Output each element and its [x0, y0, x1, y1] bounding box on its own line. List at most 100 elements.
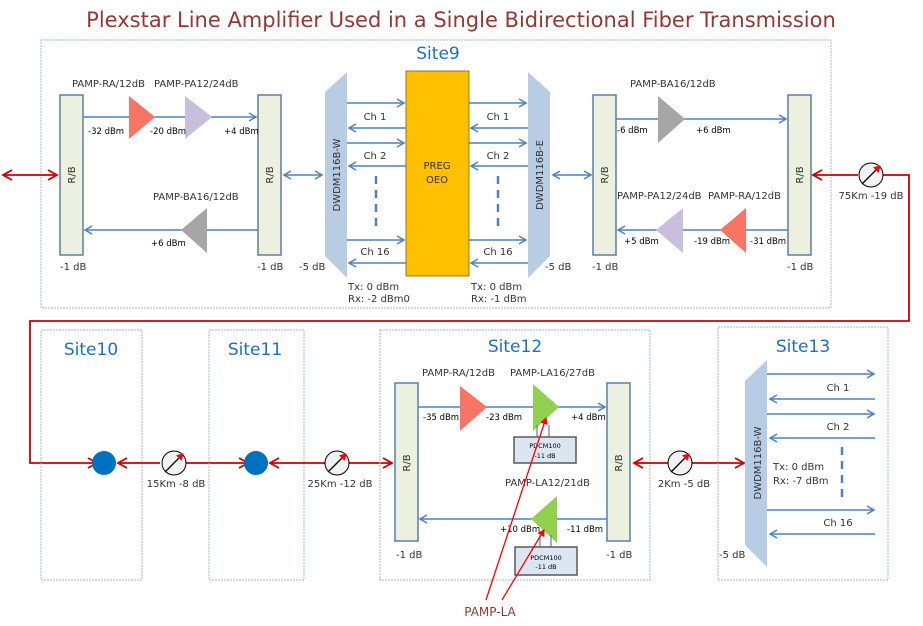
site13-label: Site13 — [776, 337, 830, 357]
site10-node — [92, 451, 116, 475]
power-level: +6 dBm — [696, 126, 731, 136]
amp-la-label: PAMP-LA12/21dB — [505, 478, 590, 489]
span-label: 75Km -19 dB — [839, 191, 904, 202]
amp-la-icon — [531, 496, 557, 543]
rb-e2-label: R/B — [795, 166, 806, 183]
power-level: +4 dBm — [224, 127, 259, 137]
mux-s13 — [745, 360, 767, 567]
rb-w2-label: R/B — [265, 166, 276, 183]
amp-pa-label: PAMP-PA12/24dB — [617, 191, 702, 202]
amp-ba-icon — [181, 208, 207, 253]
rb-w1-loss: -1 dB — [60, 262, 86, 273]
power-level: +6 dBm — [151, 239, 186, 249]
site9-label: Site9 — [416, 44, 459, 64]
amp-ra-label: PAMP-RA/12dB — [422, 368, 495, 379]
diagram-title: Plexstar Line Amplifier Used in a Single… — [86, 8, 836, 32]
amp-pa-icon — [656, 208, 683, 253]
rb-e2 — [787, 94, 812, 256]
channel-label: Ch 16 — [360, 247, 389, 258]
preg-oeo-box — [405, 70, 470, 277]
mux-e-rx: Rx: -1 dBm — [471, 294, 527, 305]
mux-e-tx: Tx: 0 dBm — [470, 282, 522, 293]
mux-w-loss: -5 dB — [299, 262, 325, 273]
span-label: 2Km -5 dB — [658, 479, 710, 490]
channel-label: Ch 2 — [487, 151, 510, 162]
mux-w-label: DWDM116B-W — [332, 138, 343, 211]
pamp-la-annotation: PAMP-LA — [464, 605, 516, 619]
rb-label: R/B — [402, 454, 413, 471]
mux-e — [528, 72, 550, 278]
mux-s13-tx: Tx: 0 dBm — [772, 462, 824, 473]
power-level: -20 dBm — [150, 127, 186, 137]
dcm-label: PDCM100 — [530, 554, 561, 562]
amp-ra-icon — [720, 208, 746, 253]
site9-group: Site9 R/B -1 dB R/B -1 dB PAMP-RA/12dB P… — [1, 39, 832, 309]
amp-ba-label: PAMP-BA16/12dB — [153, 192, 239, 203]
amp-ba-label: PAMP-BA16/12dB — [630, 79, 716, 90]
span-label: 25Km -12 dB — [308, 479, 373, 490]
rb-w2 — [257, 94, 282, 256]
amp-la-label: PAMP-LA16/27dB — [510, 368, 595, 379]
channel-label: Ch 1 — [827, 383, 850, 394]
rb-s12-2 — [606, 382, 631, 542]
site12-label: Site12 — [488, 337, 542, 357]
rb-label: R/B — [614, 454, 625, 471]
power-level: -23 dBm — [486, 413, 522, 423]
site13-group: Site13 DWDM116B-W -5 dB Ch 1 Ch 2 Ch 16 … — [717, 326, 889, 581]
amp-ra-label: PAMP-RA/12dB — [708, 191, 781, 202]
amp-pa-label: PAMP-PA12/24dB — [154, 79, 239, 90]
amp-ra-icon — [460, 386, 487, 431]
power-level: -35 dBm — [423, 413, 459, 423]
rb-e1 — [592, 94, 617, 256]
mux-s13-label: DWDM116B-W — [753, 426, 764, 499]
site12-frame — [379, 329, 651, 581]
site10-label: Site10 — [64, 340, 118, 360]
oeo-line1: PREG — [423, 161, 450, 172]
mux-w — [325, 72, 347, 278]
dcm-box — [514, 546, 578, 576]
mux-e-loss: -5 dB — [545, 262, 571, 273]
mux-e-label: DWDM116B-E — [535, 140, 546, 210]
site12-group: Site12 R/B -1 dB R/B -1 dB PAMP-RA/12dB … — [379, 329, 651, 581]
site11-node — [244, 451, 268, 475]
site11-label: Site11 — [228, 340, 282, 360]
oeo-line2: OEO — [426, 175, 448, 186]
power-level: +4 dBm — [571, 413, 606, 423]
power-level: -19 dBm — [694, 237, 730, 247]
rb-w1 — [59, 94, 84, 256]
power-level: +10 dBm — [500, 525, 540, 535]
site13-frame — [717, 326, 889, 581]
span-label: 15Km -8 dB — [147, 479, 206, 490]
dcm-box — [513, 436, 577, 464]
channel-label: Ch 1 — [364, 112, 387, 123]
mux-w-tx: Tx: 0 dBm — [347, 282, 399, 293]
rb-loss: -1 dB — [606, 550, 632, 561]
amp-ba-icon — [658, 96, 685, 143]
rb-loss: -1 dB — [396, 550, 422, 561]
channel-label: Ch 2 — [364, 151, 387, 162]
power-level: -6 dBm — [617, 126, 648, 136]
amp-pa-icon — [185, 96, 212, 139]
power-level: -32 dBm — [88, 127, 124, 137]
rb-w1-label: R/B — [67, 166, 78, 183]
rb-e1-label: R/B — [600, 166, 611, 183]
power-level: -11 dBm — [567, 525, 603, 535]
power-level: -31 dBm — [750, 237, 786, 247]
channel-label: Ch 2 — [827, 422, 850, 433]
rb-w2-loss: -1 dB — [257, 262, 283, 273]
channel-label: Ch 16 — [823, 518, 852, 529]
mux-s13-rx: Rx: -7 dBm — [773, 476, 829, 487]
power-level: +5 dBm — [624, 237, 659, 247]
dcm-label: PDCM100 — [529, 442, 560, 450]
mux-s13-loss: -5 dB — [719, 550, 745, 561]
dcm-loss: -11 dB — [534, 452, 555, 460]
amp-ra-icon — [129, 96, 155, 139]
rb-s12-1 — [394, 382, 419, 542]
site11-frame — [208, 329, 305, 581]
rb-e2-loss: -1 dB — [787, 262, 813, 273]
site10-frame — [40, 329, 143, 581]
dcm-loss: -11 dB — [535, 563, 556, 571]
amp-ra-label: PAMP-RA/12dB — [72, 79, 145, 90]
channel-label: Ch 1 — [487, 112, 510, 123]
